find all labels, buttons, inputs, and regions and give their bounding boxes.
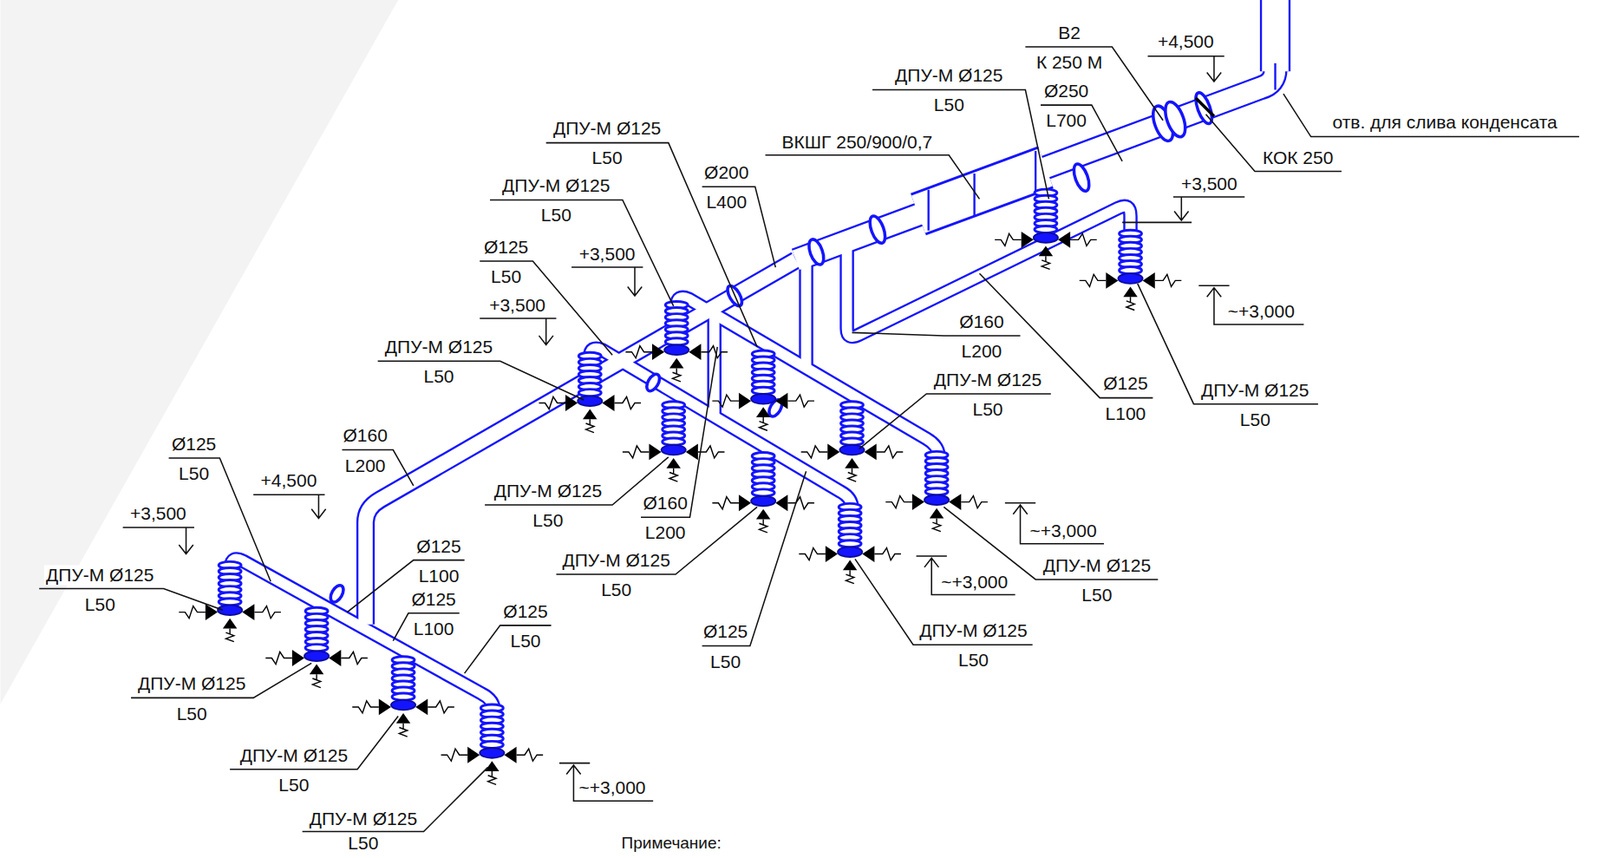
- duct-outer: [230, 0, 1275, 712]
- annotation-label: ДПУ-М Ø125: [136, 673, 248, 694]
- annotation-label: ВКШГ 250/900/0,7: [780, 131, 935, 152]
- annotation-label: L50: [1079, 584, 1114, 605]
- annotation-label: Ø125: [501, 600, 549, 621]
- annotation-label: Ø125: [1101, 373, 1150, 394]
- annotation-label: +4,500: [1155, 32, 1216, 53]
- annotation-label: ДПУ-М Ø125: [1041, 555, 1153, 575]
- annotation-label: Ø125: [482, 236, 530, 257]
- annotation-label: ~+3,000: [576, 777, 647, 798]
- annotation-label: ДПУ-М Ø125: [932, 369, 1044, 390]
- annotation-label: КОК 250: [1260, 148, 1335, 169]
- annotation-label: L50: [421, 366, 456, 387]
- annotation-label: отв. для слива конденсата: [1330, 112, 1559, 133]
- annotation-label: ~+3,000: [939, 571, 1010, 592]
- annotation-label: L50: [708, 651, 743, 672]
- annotation-label: L200: [643, 522, 688, 543]
- annotation-label: ДПУ-М Ø125: [551, 118, 663, 139]
- annotation-label: Ø160: [341, 425, 390, 446]
- annotation-label: ДПУ-М Ø125: [492, 480, 604, 501]
- annotation-label: L50: [1238, 409, 1273, 430]
- background-shape: [0, 0, 399, 704]
- annotation-label: +3,500: [1179, 173, 1240, 194]
- annotation-label: L50: [530, 510, 565, 531]
- annotation-label: L700: [1044, 110, 1089, 131]
- annotation-label: L50: [599, 580, 634, 601]
- annotation-label: ДПУ-М Ø125: [238, 744, 350, 765]
- annotation-label: Ø160: [641, 493, 690, 514]
- annotation-label: ДПУ-М Ø125: [383, 337, 495, 358]
- annotation-label: +3,500: [128, 502, 189, 523]
- annotation-label: ДПУ-М Ø125: [307, 808, 419, 829]
- annotation-label: Ø125: [409, 588, 458, 609]
- annotation-label: L50: [489, 266, 523, 287]
- annotation-label: +3,500: [487, 294, 548, 315]
- annotation-label: L100: [411, 618, 457, 639]
- annotation-label: L400: [704, 191, 749, 212]
- annotation-label: L50: [590, 148, 625, 169]
- annotation-label: В2: [1056, 22, 1083, 43]
- annotation-label: ДПУ-М Ø125: [500, 176, 612, 196]
- annotation-label: L50: [539, 205, 574, 226]
- annotation-label: Ø125: [701, 621, 750, 642]
- annotation-label: ~+3,000: [1028, 520, 1099, 541]
- annotation-label: L100: [417, 565, 462, 586]
- annotation-label: Примечание:: [620, 833, 724, 852]
- annotation-label: L50: [276, 774, 311, 795]
- duct-fittings: [327, 91, 1215, 605]
- annotation-label: L50: [508, 630, 543, 651]
- annotation-label: L200: [343, 455, 388, 476]
- annotation-label: Ø125: [169, 433, 218, 454]
- annotation-label: К 250 М: [1034, 52, 1104, 72]
- annotation-label: ДПУ-М Ø125: [917, 620, 1029, 641]
- annotation-label: Ø250: [1042, 80, 1091, 101]
- annotation-label: ДПУ-М Ø125: [893, 65, 1005, 86]
- annotation-label: ДПУ-М Ø125: [44, 564, 156, 585]
- annotation-label: L50: [83, 594, 118, 614]
- duct-inner: [230, 0, 1275, 712]
- annotation-label: L100: [1103, 403, 1149, 424]
- annotation-label: Ø160: [957, 311, 1006, 332]
- annotation-label: ~+3,000: [1226, 300, 1297, 321]
- annotation-label: ДПУ-М Ø125: [1199, 379, 1311, 400]
- annotation-label: ДПУ-М Ø125: [561, 549, 673, 570]
- annotation-label: +4,500: [259, 470, 320, 491]
- annotation-label: L200: [960, 340, 1005, 361]
- diffusers: [178, 189, 1182, 784]
- annotation-label: Ø200: [702, 162, 751, 183]
- annotation-label: L50: [932, 95, 967, 116]
- annotation-label: L50: [346, 832, 380, 853]
- annotation-label: +3,500: [577, 243, 638, 264]
- annotation-label: L50: [175, 703, 209, 724]
- annotation-label: L50: [970, 398, 1005, 419]
- leader-lines: [39, 46, 1580, 831]
- annotation-label: L50: [176, 463, 211, 484]
- annotation-label: Ø125: [414, 535, 463, 556]
- annotation-label: L50: [956, 650, 991, 671]
